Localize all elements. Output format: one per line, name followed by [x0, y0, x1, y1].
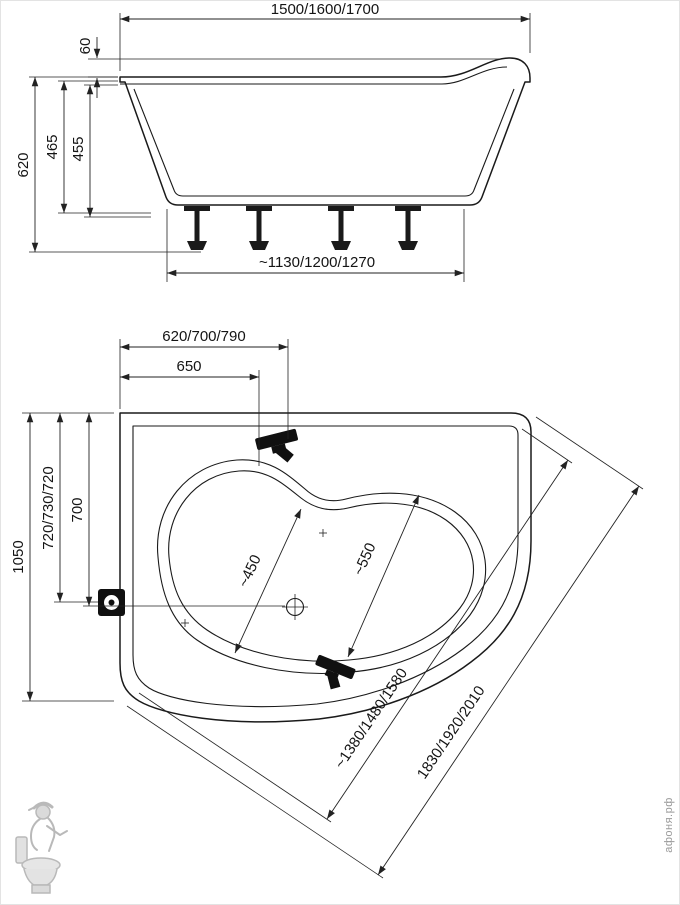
top-view: 620/700/790 650 1050 720/730/720 700: [10, 328, 644, 879]
foot-1: [184, 206, 210, 250]
dim-height-shell: 465: [44, 80, 151, 214]
dim-height-overall: 620: [15, 76, 201, 253]
tub-feet: [184, 206, 421, 250]
dim-rim-step: 60: [77, 37, 501, 98]
dim-height-overall-label: 620: [15, 152, 32, 177]
bathing-well-inner: [168, 470, 474, 662]
foot-4: [395, 206, 421, 250]
dim-support-span-label: ~1130/1200/1270: [259, 254, 375, 271]
tub-plan-outline: [119, 412, 532, 723]
dim-length-overall: 1500/1600/1700: [119, 1, 531, 71]
dim-drain-offset-label: 720/730/720: [40, 466, 57, 549]
drain-hole: [282, 594, 308, 620]
tub-side-rim-underside: [120, 66, 508, 85]
side-view: 1500/1600/1700 60 620 465: [15, 1, 531, 282]
dim-well-width-foot-label: ~450: [235, 552, 265, 590]
dim-well-width-head-label: ~550: [350, 540, 379, 578]
tub-side-inner-wall: [133, 88, 515, 197]
centre-mark-1: [181, 619, 189, 627]
dim-inner-offset-label: 650: [176, 358, 201, 375]
dim-width-overall: 1050: [10, 412, 114, 702]
dim-support-span: ~1130/1200/1270: [166, 209, 465, 282]
dim-diagonal-overall-label: 1830/1920/2010: [414, 683, 489, 782]
dim-depth-inner: 455: [70, 84, 151, 218]
dim-length-overall-label: 1500/1600/1700: [271, 1, 379, 18]
dim-well-width-foot: ~450: [234, 508, 302, 654]
dim-height-shell-label: 465: [44, 134, 61, 159]
dim-inner-offset: 650: [119, 358, 260, 466]
bathing-well-outer: [156, 459, 487, 674]
centre-mark-2: [319, 529, 327, 537]
faucet-icon-top: [255, 428, 298, 463]
watermark-plumber-logo: [15, 801, 68, 894]
dim-drain-center-offset-label: 700: [69, 497, 86, 522]
overflow-fitting-icon: [98, 589, 125, 616]
foot-3: [328, 206, 354, 250]
tub-side-outline: [119, 57, 531, 206]
dim-depth-inner-label: 455: [70, 136, 87, 161]
dim-diagonal-inner-label: ~1380/1480/1580: [331, 665, 411, 772]
watermark-site-label: афоня.рф: [663, 797, 675, 853]
foot-2: [246, 206, 272, 250]
dim-rim-step-label: 60: [77, 38, 94, 55]
dim-faucet-offset: 620/700/790: [119, 328, 289, 439]
dim-diagonal-overall: 1830/1920/2010: [126, 416, 644, 879]
dim-faucet-offset-label: 620/700/790: [162, 328, 245, 345]
dim-well-width-head: ~550: [347, 494, 420, 658]
dim-width-overall-label: 1050: [10, 540, 27, 573]
